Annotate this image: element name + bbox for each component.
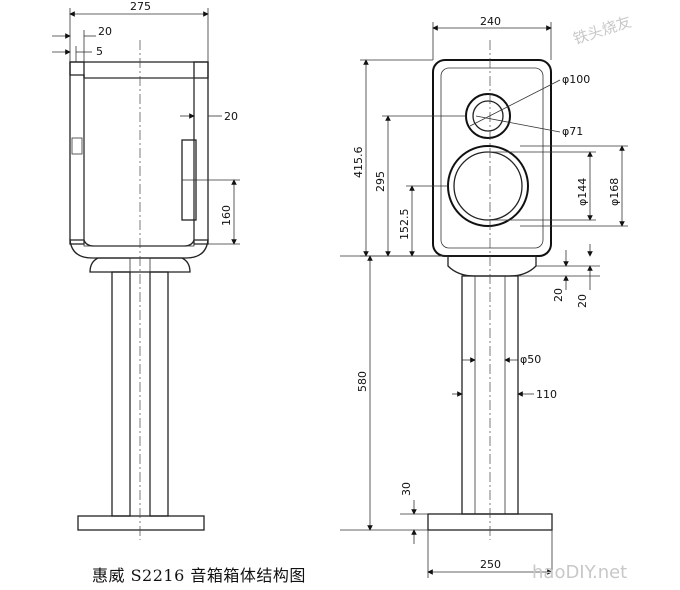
left-dim-port-height: 160: [220, 205, 233, 226]
left-box-bottom-wall: [69, 239, 209, 259]
woofer-inner-ring: [453, 151, 523, 221]
right-dim-plinth-a: 20: [552, 288, 565, 302]
right-dim-base-width: 250: [480, 558, 501, 571]
right-dim-tweeter-pos: 295: [374, 171, 387, 192]
left-plinth: [89, 257, 191, 273]
left-dim-wall-a: 20: [98, 25, 112, 38]
right-dim-total-height: 580: [356, 371, 369, 392]
tweeter-inner-ring: [472, 100, 504, 132]
left-column-left: [111, 271, 131, 517]
left-wall-joint: [71, 137, 83, 155]
left-section-view: 275 20 5 20 160: [52, 0, 240, 540]
left-base: [77, 515, 205, 531]
right-plinth: [447, 255, 537, 277]
right-dim-tweeter-inner: φ71: [562, 125, 583, 138]
right-dim-column: 110: [536, 388, 557, 401]
left-box-top-wall: [69, 61, 209, 79]
woofer-outer-ring: [447, 145, 529, 227]
left-dim-wall-b: 5: [96, 45, 103, 58]
right-dim-box-height: 415.6: [352, 147, 365, 179]
right-dim-base-thickness: 30: [400, 482, 413, 496]
right-dim-woofer-outer: φ168: [608, 178, 621, 206]
right-dim-woofer-pos: 152.5: [398, 209, 411, 241]
figure-caption: 惠威 S2216 音箱箱体结构图: [92, 566, 306, 585]
right-dim-tweeter-outer: φ100: [562, 73, 590, 86]
right-dim-width: 240: [480, 15, 501, 28]
right-front-view: 240 φ100 φ71 415.6 295 152.5 φ144 φ168 2…: [340, 15, 628, 578]
left-column-right: [149, 271, 169, 517]
right-dim-tube: φ50: [520, 353, 541, 366]
watermark-bottom: haoDIY.net: [532, 562, 627, 583]
right-dim-woofer-inner: φ144: [576, 178, 589, 206]
left-dim-side: 20: [224, 110, 238, 123]
right-dim-plinth-b: 20: [576, 294, 589, 308]
left-dim-width: 275: [130, 0, 151, 13]
watermark-top: 铁头烧友: [571, 12, 634, 48]
